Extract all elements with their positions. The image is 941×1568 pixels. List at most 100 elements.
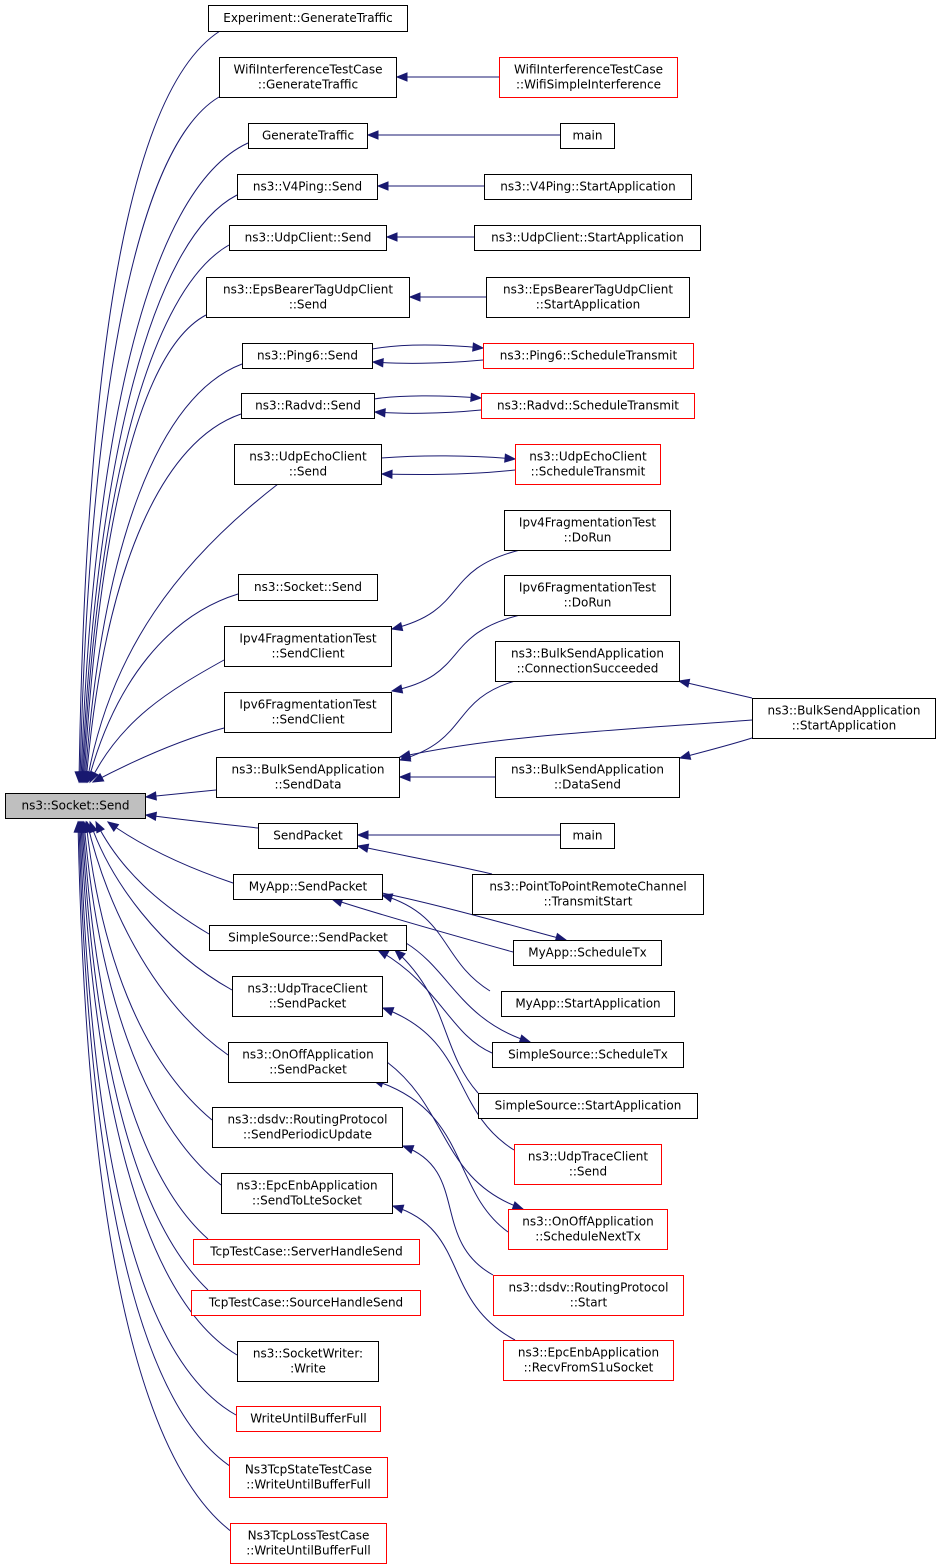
node-radvdsend[interactable]: ns3::Radvd::Send — [241, 393, 375, 419]
node-udptracesend[interactable]: ns3::UdpTraceClient::Send — [514, 1144, 662, 1185]
node-udpcstart[interactable]: ns3::UdpClient::StartApplication — [474, 225, 701, 251]
node-box[interactable] — [219, 57, 397, 98]
node-box[interactable] — [191, 1290, 421, 1316]
node-bulkconn[interactable]: ns3::BulkSendApplication::ConnectionSucc… — [495, 641, 680, 682]
node-simplesched[interactable]: SimpleSource::ScheduleTx — [492, 1042, 684, 1068]
node-wifigen[interactable]: WifiInterferenceTestCase::GenerateTraffi… — [219, 57, 397, 98]
node-root[interactable]: ns3::Socket::Send — [5, 793, 146, 819]
node-box[interactable] — [486, 277, 690, 318]
node-epsbstart[interactable]: ns3::EpsBearerTagUdpClient::StartApplica… — [486, 277, 690, 318]
node-box[interactable] — [238, 574, 378, 601]
node-writefull[interactable]: WriteUntilBufferFull — [236, 1406, 381, 1432]
node-box[interactable] — [478, 1093, 698, 1119]
node-udpcsend[interactable]: ns3::UdpClient::Send — [229, 225, 387, 251]
node-box[interactable] — [208, 5, 408, 32]
node-p2ptx[interactable]: ns3::PointToPointRemoteChannel::Transmit… — [472, 874, 704, 915]
node-box[interactable] — [499, 57, 678, 98]
node-box[interactable] — [212, 1107, 403, 1148]
node-onoffsend[interactable]: ns3::OnOffApplication::SendPacket — [228, 1042, 388, 1083]
node-ipv4client[interactable]: Ipv4FragmentationTest::SendClient — [224, 626, 392, 667]
node-box[interactable] — [206, 277, 410, 318]
node-box[interactable] — [209, 925, 407, 951]
node-v4send[interactable]: ns3::V4Ping::Send — [237, 174, 378, 200]
node-box[interactable] — [472, 874, 704, 915]
node-box[interactable] — [513, 940, 662, 966]
node-box[interactable] — [504, 510, 671, 551]
node-box[interactable] — [242, 343, 373, 369]
node-dsdvsend[interactable]: ns3::dsdv::RoutingProtocol::SendPeriodic… — [212, 1107, 403, 1148]
node-myappsend[interactable]: MyApp::SendPacket — [233, 874, 383, 900]
node-onoffsched[interactable]: ns3::OnOffApplication::ScheduleNextTx — [508, 1209, 668, 1250]
node-box[interactable] — [504, 575, 671, 616]
node-dsdvstart[interactable]: ns3::dsdv::RoutingProtocol::Start — [493, 1275, 684, 1316]
node-epsbsend[interactable]: ns3::EpsBearerTagUdpClient::Send — [206, 277, 410, 318]
node-tcploss[interactable]: Ns3TcpLossTestCase::WriteUntilBufferFull — [230, 1523, 387, 1564]
node-box[interactable] — [236, 1406, 381, 1432]
node-box[interactable] — [515, 444, 661, 485]
node-bulkstart[interactable]: ns3::BulkSendApplication::StartApplicati… — [752, 698, 936, 739]
node-tcpserver[interactable]: TcpTestCase::ServerHandleSend — [193, 1239, 420, 1265]
node-box[interactable] — [193, 1239, 420, 1265]
node-box[interactable] — [483, 343, 694, 369]
node-box[interactable] — [481, 393, 695, 419]
node-box[interactable] — [560, 823, 615, 849]
node-epcsend[interactable]: ns3::EpcEnbApplication::SendToLteSocket — [221, 1173, 393, 1214]
node-wifisimple[interactable]: WifiInterferenceTestCase::WifiSimpleInte… — [499, 57, 678, 98]
node-bulkdatasend[interactable]: ns3::BulkSendApplication::DataSend — [495, 757, 680, 798]
node-simplestart[interactable]: SimpleSource::StartApplication — [478, 1093, 698, 1119]
node-box[interactable] — [508, 1209, 668, 1250]
node-box[interactable] — [229, 225, 387, 251]
node-box[interactable] — [474, 225, 701, 251]
node-box[interactable] — [492, 1042, 684, 1068]
node-ping6sched[interactable]: ns3::Ping6::ScheduleTransmit — [483, 343, 694, 369]
node-simplesend[interactable]: SimpleSource::SendPacket — [209, 925, 407, 951]
node-tcpstate[interactable]: Ns3TcpStateTestCase::WriteUntilBufferFul… — [229, 1457, 388, 1498]
node-box[interactable] — [216, 757, 400, 798]
node-main1[interactable]: main — [560, 123, 615, 149]
node-bulksenddata[interactable]: ns3::BulkSendApplication::SendData — [216, 757, 400, 798]
node-box[interactable] — [232, 976, 383, 1017]
node-socksend[interactable]: ns3::Socket::Send — [238, 574, 378, 601]
node-box[interactable] — [514, 1144, 662, 1185]
node-epcrecv[interactable]: ns3::EpcEnbApplication::RecvFromS1uSocke… — [503, 1340, 674, 1381]
node-box[interactable] — [233, 874, 383, 900]
node-box[interactable] — [560, 123, 615, 149]
node-expgen[interactable]: Experiment::GenerateTraffic — [208, 5, 408, 32]
node-gentraffic[interactable]: GenerateTraffic — [248, 123, 368, 149]
node-box[interactable] — [495, 641, 680, 682]
node-box[interactable] — [258, 823, 358, 849]
node-box[interactable] — [248, 123, 368, 149]
node-main2[interactable]: main — [560, 823, 615, 849]
node-ipv6client[interactable]: Ipv6FragmentationTest::SendClient — [224, 692, 392, 733]
node-box[interactable] — [501, 991, 675, 1017]
node-udptracesendpkt[interactable]: ns3::UdpTraceClient::SendPacket — [232, 976, 383, 1017]
node-box[interactable] — [228, 1042, 388, 1083]
node-box[interactable] — [237, 174, 378, 200]
node-box[interactable] — [241, 393, 375, 419]
node-sockwriter[interactable]: ns3::SocketWriter::Write — [237, 1341, 379, 1382]
node-tcpsource[interactable]: TcpTestCase::SourceHandleSend — [191, 1290, 421, 1316]
node-box[interactable] — [495, 757, 680, 798]
node-sendpacket[interactable]: SendPacket — [258, 823, 358, 849]
node-ipv6run[interactable]: Ipv6FragmentationTest::DoRun — [504, 575, 671, 616]
node-box[interactable] — [484, 174, 692, 200]
node-echosend[interactable]: ns3::UdpEchoClient::Send — [234, 444, 382, 485]
node-box[interactable] — [230, 1523, 387, 1564]
node-box[interactable] — [221, 1173, 393, 1214]
node-ipv4run[interactable]: Ipv4FragmentationTest::DoRun — [504, 510, 671, 551]
node-box[interactable] — [224, 692, 392, 733]
node-box[interactable] — [234, 444, 382, 485]
node-ping6send[interactable]: ns3::Ping6::Send — [242, 343, 373, 369]
node-myappstart[interactable]: MyApp::StartApplication — [501, 991, 675, 1017]
node-myappsched[interactable]: MyApp::ScheduleTx — [513, 940, 662, 966]
node-box[interactable] — [224, 626, 392, 667]
node-box[interactable] — [493, 1275, 684, 1316]
node-echosched[interactable]: ns3::UdpEchoClient::ScheduleTransmit — [515, 444, 661, 485]
node-box[interactable] — [503, 1340, 674, 1381]
node-box[interactable] — [237, 1341, 379, 1382]
node-box[interactable] — [752, 698, 936, 739]
node-box[interactable] — [229, 1457, 388, 1498]
node-box[interactable] — [5, 793, 146, 819]
node-radvdsched[interactable]: ns3::Radvd::ScheduleTransmit — [481, 393, 695, 419]
node-v4start[interactable]: ns3::V4Ping::StartApplication — [484, 174, 692, 200]
